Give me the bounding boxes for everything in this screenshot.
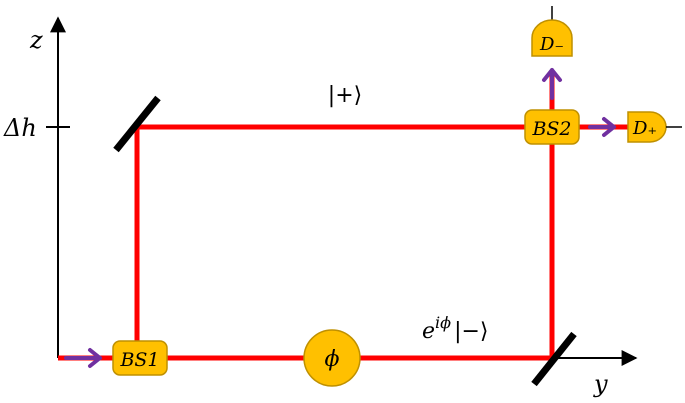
y-axis-label: y (593, 370, 608, 398)
z-axis-label: z (29, 26, 43, 54)
lower-path-state: eiϕ|−⟩ (422, 313, 489, 344)
upper-path-state: |+⟩ (328, 83, 362, 108)
detector-minus: D₋ (531, 6, 573, 57)
output-arrow-right (588, 117, 616, 137)
phase-label: ϕ (325, 347, 340, 372)
phase-shifter: ϕ (303, 329, 361, 387)
input-arrow (64, 348, 102, 368)
output-arrow-up (542, 68, 562, 100)
bs2-label: BS2 (531, 118, 571, 140)
detector-plus: D₊ (627, 111, 682, 143)
height-tick-label: Δh (3, 114, 37, 142)
lower-right-mirror (531, 331, 577, 387)
beam-splitter-1: BS1 (112, 340, 168, 376)
detector-plus-label: D₊ (632, 118, 657, 139)
bs1-label: BS1 (119, 349, 159, 371)
detector-minus-label: D₋ (539, 34, 564, 55)
upper-left-mirror (113, 95, 161, 153)
beam-splitter-2: BS2 (524, 109, 580, 145)
